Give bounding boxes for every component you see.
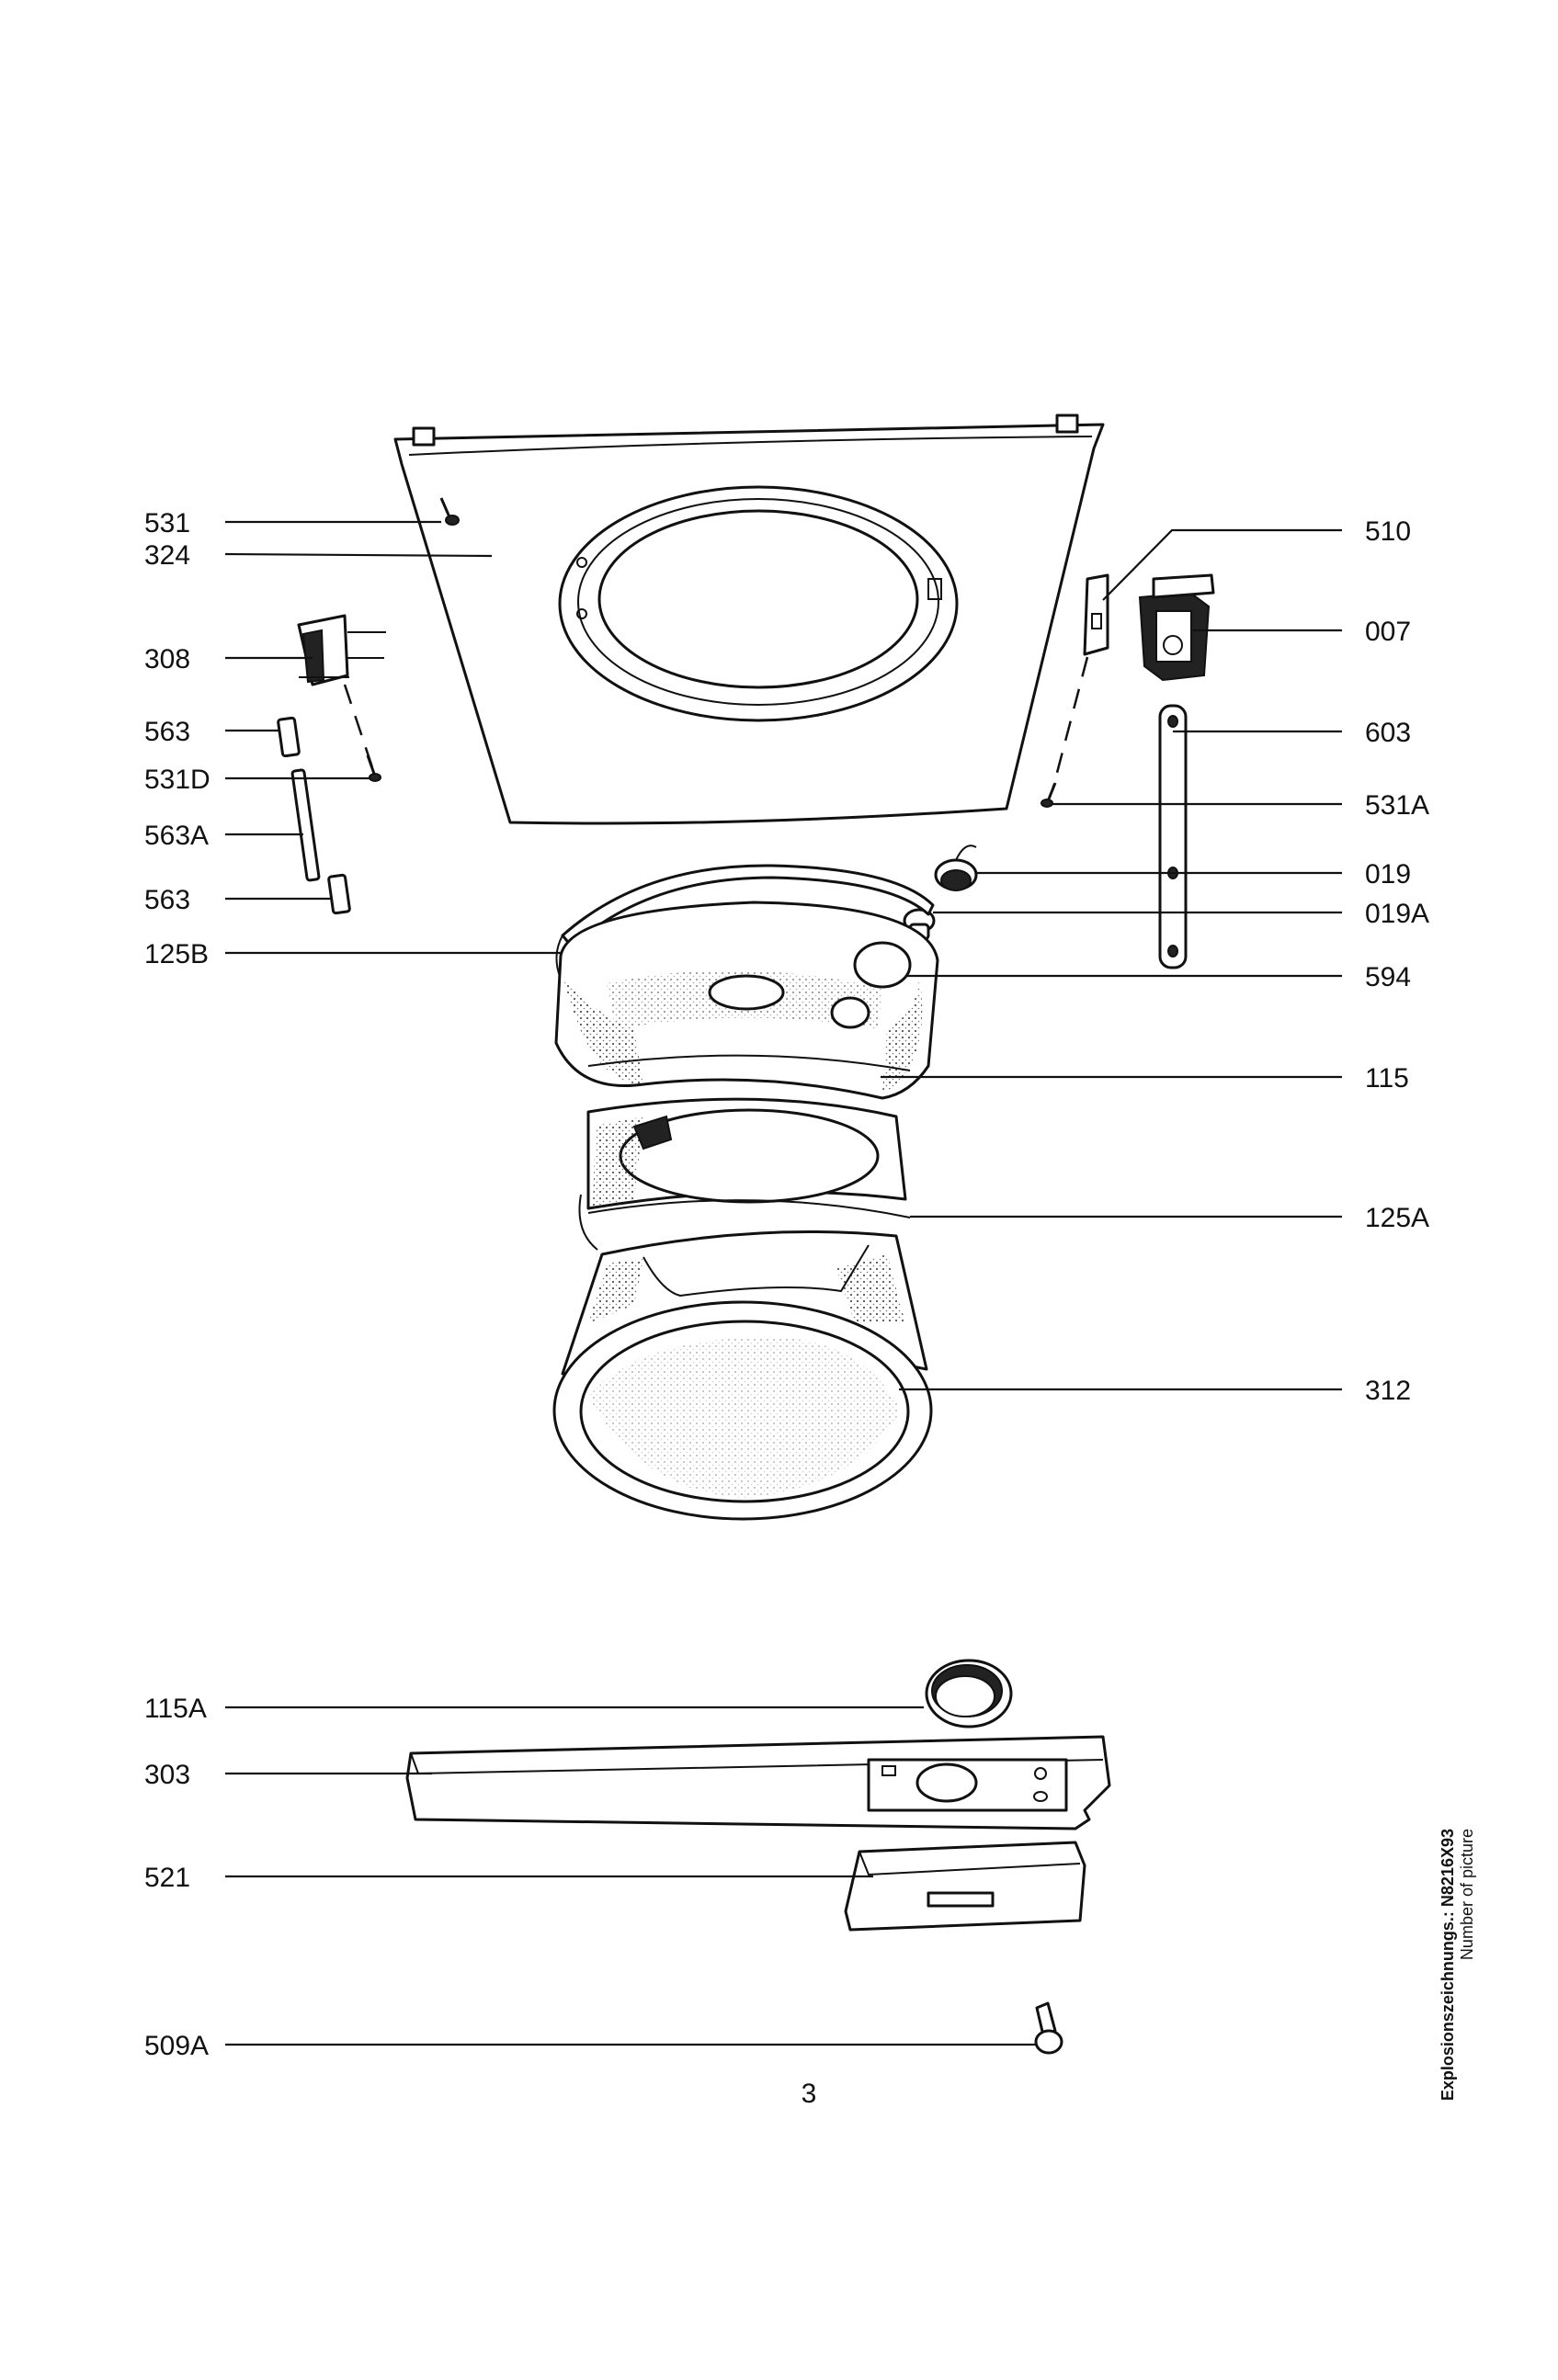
label-324: 324 — [144, 540, 190, 571]
bushing-563-bottom — [327, 873, 351, 915]
tub-front-115 — [554, 901, 939, 1100]
label-019: 019 — [1365, 859, 1411, 890]
label-510: 510 — [1365, 516, 1411, 547]
panel-521 — [844, 1841, 1086, 1932]
screw-531 — [439, 497, 460, 526]
label-308: 308 — [144, 644, 190, 674]
label-531D: 531D — [144, 765, 210, 795]
label-312: 312 — [1365, 1376, 1411, 1406]
label-007: 007 — [1365, 617, 1411, 647]
label-115A: 115A — [144, 1694, 207, 1724]
label-531: 531 — [144, 508, 190, 538]
label-603: 603 — [1365, 718, 1411, 748]
leader-lines — [224, 520, 1342, 2046]
label-531A: 531A — [1365, 790, 1429, 821]
gasket-ring-125A — [578, 1097, 911, 1251]
label-521: 521 — [144, 1863, 190, 1893]
sidebar-subtitle: Number of picture — [1458, 1829, 1476, 1961]
door-lock-007 — [1138, 573, 1215, 682]
label-115: 115 — [1365, 1063, 1409, 1094]
label-563-bottom: 563 — [144, 885, 190, 915]
screw-531D — [343, 684, 381, 782]
front-panel-324 — [393, 414, 1105, 825]
rod-563A — [290, 768, 321, 882]
label-594: 594 — [1365, 962, 1411, 992]
exploded-parts-diagram: 531 324 308 563 531D 563A 563 125B 115A … — [144, 414, 1429, 2061]
screw-531A — [1041, 782, 1057, 808]
label-563-top: 563 — [144, 717, 190, 747]
page-number: 3 — [801, 2079, 817, 2109]
switch-019 — [934, 844, 978, 891]
knob-509A — [1034, 2001, 1063, 2055]
control-panel-303 — [405, 1735, 1111, 1830]
label-563A: 563A — [144, 821, 209, 851]
label-125A: 125A — [1365, 1203, 1429, 1233]
bracket-510 — [1051, 573, 1109, 791]
bushing-563-top — [277, 716, 301, 758]
ring-115A — [925, 1659, 1013, 1728]
door-ring-312 — [552, 1230, 933, 1521]
hinge-308 — [297, 614, 386, 686]
label-303: 303 — [144, 1760, 190, 1790]
sidebar-title: Explosionszeichnungs.: N8216X93 — [1439, 1829, 1457, 2102]
sidebar-picture-number: Explosionszeichnungs.: N8216X93 Number o… — [1439, 1829, 1494, 2380]
label-019A: 019A — [1365, 899, 1429, 929]
bar-603 — [1158, 704, 1188, 969]
label-509A: 509A — [144, 2031, 209, 2061]
label-125B: 125B — [144, 939, 209, 969]
